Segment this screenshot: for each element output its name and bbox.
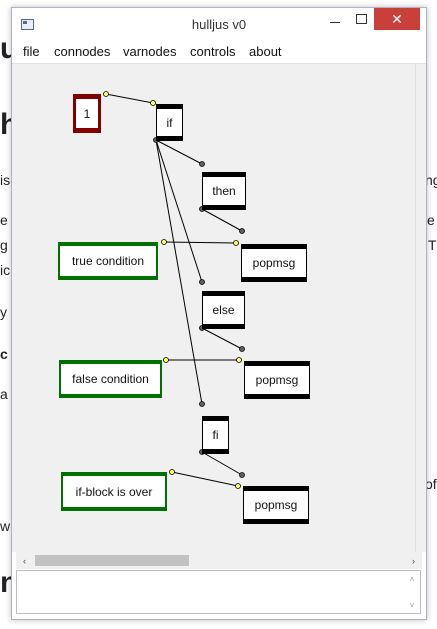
data-wire [171, 471, 239, 487]
scroll-down-arrow-icon[interactable]: ˅ [409, 600, 415, 610]
title-bar[interactable]: hulljus v0 ✕ [12, 8, 426, 41]
data-port [236, 357, 242, 363]
background-page-text: a [0, 386, 8, 402]
data-port [163, 357, 169, 363]
data-port [161, 239, 167, 245]
node-canvas[interactable]: 1 if then popmsg true condition else pop… [12, 64, 415, 552]
node-then[interactable]: then [202, 172, 246, 210]
close-button[interactable]: ✕ [374, 8, 420, 30]
node-constant-1[interactable]: 1 [73, 94, 101, 133]
control-port [199, 279, 205, 285]
control-port [239, 228, 245, 234]
minimize-icon [330, 21, 340, 23]
wire-layer [103, 91, 245, 489]
node-popmsg[interactable]: popmsg [244, 361, 310, 399]
node-if-block-is-over[interactable]: if-block is over [61, 472, 167, 511]
scroll-left-arrow-icon[interactable]: ‹ [23, 555, 26, 566]
data-wire [163, 241, 237, 244]
control-wire [155, 139, 203, 405]
node-if[interactable]: if [156, 104, 183, 141]
control-port [199, 401, 205, 407]
maximize-icon [355, 14, 367, 24]
background-page-text: c [0, 346, 8, 362]
message-output-area[interactable]: ˄ ˅ [16, 570, 421, 614]
node-popmsg[interactable]: popmsg [241, 244, 307, 282]
node-fi[interactable]: fi [202, 416, 229, 454]
control-port [199, 161, 205, 167]
node-true-condition[interactable]: true condition [58, 242, 158, 280]
node-false-condition[interactable]: false condition [59, 360, 162, 398]
scroll-up-arrow-icon[interactable]: ˄ [409, 574, 415, 584]
data-port [103, 91, 109, 97]
background-page-text: w [0, 518, 11, 534]
window-title: hulljus v0 [191, 17, 247, 32]
background-page-text: y [0, 304, 7, 320]
menu-controls[interactable]: controls [190, 44, 236, 59]
background-page-text: is [0, 172, 11, 188]
menu-connodes[interactable]: connodes [54, 44, 111, 59]
horizontal-scroll-thumb[interactable] [35, 555, 189, 566]
node-else[interactable]: else [202, 291, 245, 329]
app-window-icon[interactable] [21, 19, 34, 30]
background-page-text: e [0, 212, 8, 228]
menu-file[interactable]: file [23, 44, 40, 59]
data-port [235, 483, 241, 489]
close-icon: ✕ [391, 10, 403, 27]
app-window: hulljus v0 ✕ file connodes varnodes cont… [11, 7, 427, 620]
control-wire [155, 139, 203, 283]
background-page-text: g [0, 237, 8, 253]
data-port [233, 240, 239, 246]
background-page-text: e [427, 212, 435, 228]
scroll-right-arrow-icon[interactable]: › [412, 555, 415, 566]
menu-about[interactable]: about [249, 44, 282, 59]
background-page-text: T [428, 237, 437, 253]
maximize-button[interactable] [348, 8, 374, 30]
control-wire [155, 139, 203, 165]
node-popmsg[interactable]: popmsg [243, 486, 309, 524]
menu-varnodes[interactable]: varnodes [123, 44, 177, 59]
control-port [239, 346, 245, 352]
control-port [239, 472, 245, 478]
data-wire [105, 93, 154, 104]
control-wire [201, 327, 243, 350]
background-page-text: ic [0, 262, 11, 278]
horizontal-scrollbar[interactable]: ‹ › [16, 552, 422, 569]
data-port [150, 100, 156, 106]
canvas-right-edge [415, 64, 426, 552]
menu-bar: file connodes varnodes controls about [12, 41, 426, 64]
control-wire [201, 208, 243, 232]
data-port [169, 469, 175, 475]
background-page-text: ng [425, 172, 437, 188]
minimize-button[interactable] [322, 8, 348, 30]
background-page-text: of [425, 476, 437, 492]
control-wire [201, 451, 243, 476]
